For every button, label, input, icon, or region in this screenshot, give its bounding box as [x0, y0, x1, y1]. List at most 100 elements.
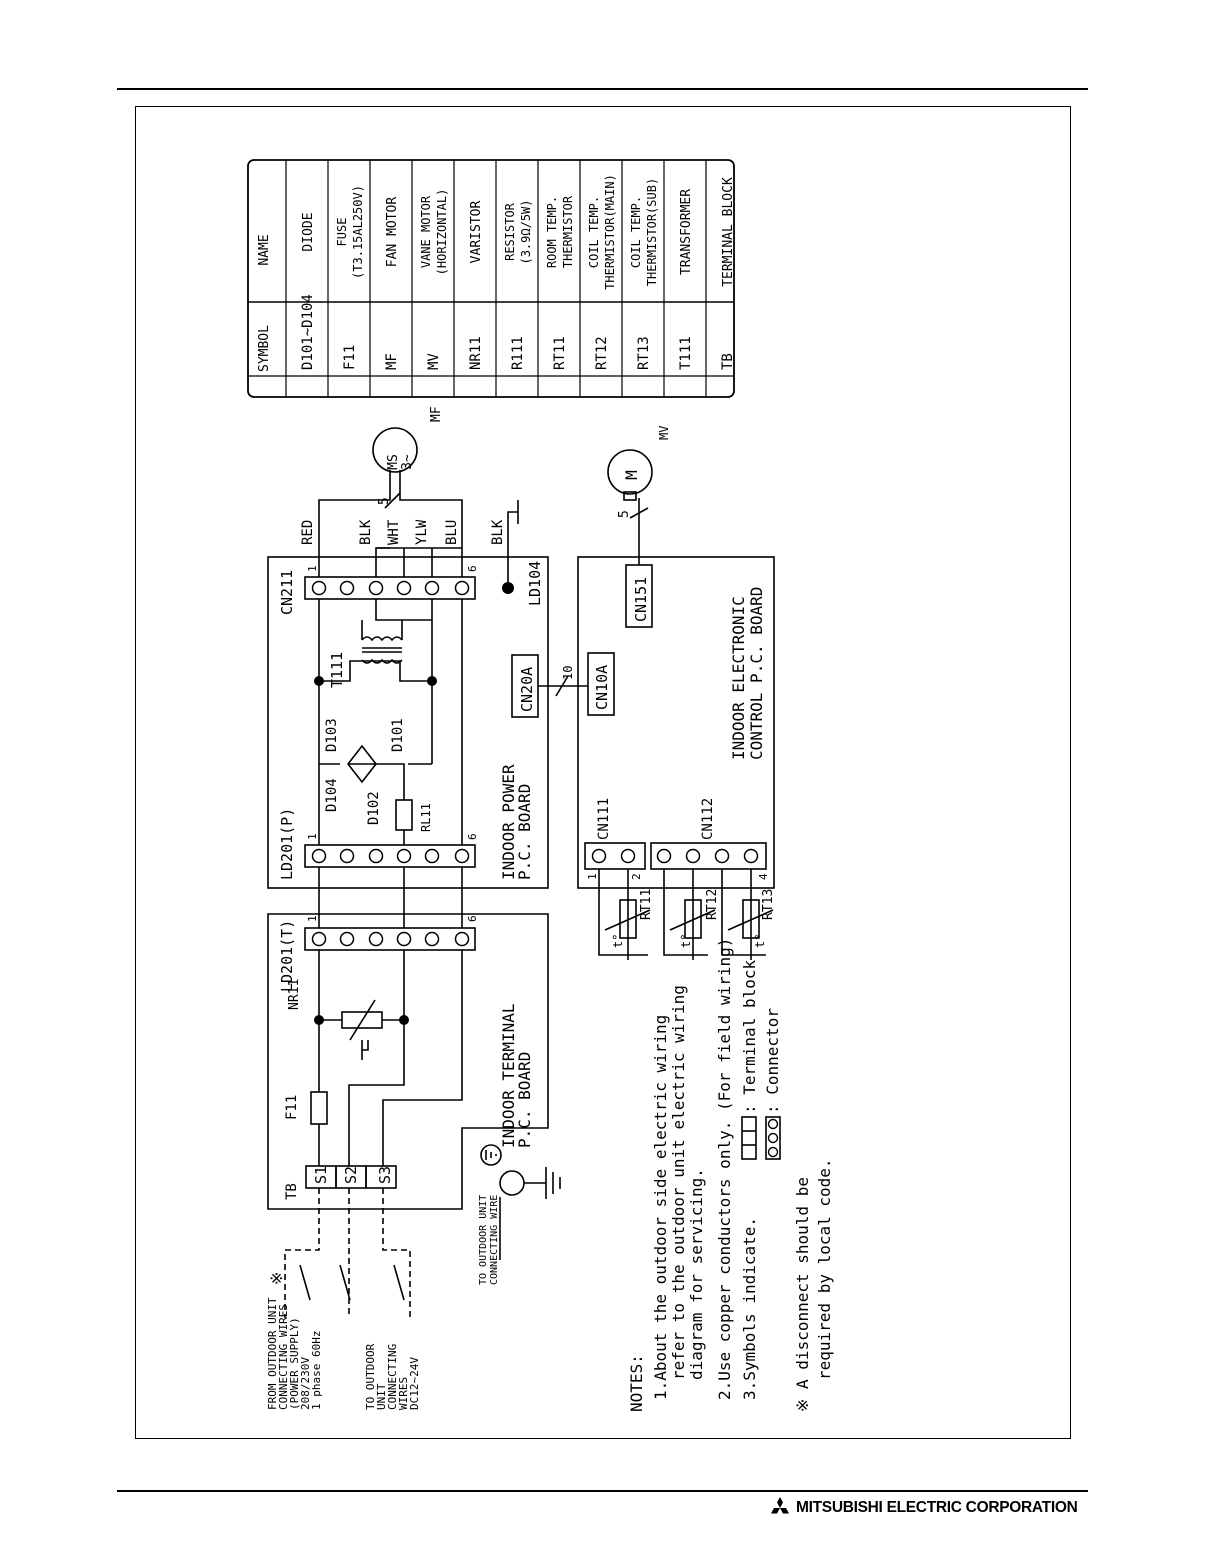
outdoor-supply-label: (POWER SUPPLY): [288, 1317, 301, 1410]
thermistor-symbol: t°: [679, 934, 693, 948]
cn211-connector: [304, 576, 476, 600]
header-rule: [117, 88, 1088, 90]
legend-name: VANE MOTOR: [419, 195, 433, 268]
cn112-label: CN112: [700, 798, 716, 840]
junction-dots: [314, 582, 514, 1025]
connector-symbol-pin: [767, 1132, 779, 1144]
notes-line: 2.Use copper conductors only. (For field…: [715, 938, 734, 1400]
pin-label: 6: [466, 565, 479, 572]
connector-pin: [454, 848, 470, 864]
terminal-s2-label: S2: [342, 1166, 360, 1184]
notes-line: refer to the outdoor unit electric wirin…: [669, 985, 688, 1380]
notes-title: NOTES:: [627, 1354, 646, 1412]
notes-line: ※ A disconnect should be: [793, 1177, 812, 1412]
three-diamonds-icon: [771, 1497, 789, 1514]
diagram-frame: [135, 106, 1071, 1439]
connector-pin: [424, 580, 440, 596]
connector-pin: [454, 931, 470, 947]
outdoor-dc-label: WIRES: [397, 1377, 410, 1410]
thermistor-label: RT11: [639, 889, 654, 920]
connector-pin: [311, 931, 327, 947]
connector-pin: [396, 848, 412, 864]
legend-symbol: F11: [342, 345, 358, 370]
pin-label: 1: [306, 915, 319, 922]
connector-pin: [685, 848, 701, 864]
control-board-label: INDOOR ELECTRONIC: [729, 596, 748, 760]
legend-header-symbol: SYMBOL: [257, 325, 272, 372]
cn10a-label: CN10A: [593, 665, 611, 710]
vane-motor-label: MV: [657, 426, 671, 440]
ld201t-connector: [304, 927, 476, 951]
outdoor-dc-label: TO OUTDOOR: [364, 1343, 377, 1410]
legend-name: THERMISTOR(MAIN): [603, 174, 617, 290]
thermistor-rt13: [742, 899, 760, 939]
outdoor-supply-label: FROM OUTDOOR UNIT: [266, 1297, 279, 1410]
diode-label: D103: [324, 718, 340, 752]
legend-name: (T3.15AL250V): [351, 185, 365, 279]
diode-label: D104: [324, 778, 340, 812]
wire-color-label: BLK: [358, 519, 374, 545]
notes-line: 3.Symbols indicate.: [740, 1217, 759, 1400]
diode-label: D101: [390, 718, 406, 752]
legend-name: TRANSFORMER: [679, 189, 694, 275]
connector-pin: [311, 848, 327, 864]
legend-symbol: MF: [384, 353, 400, 370]
connector-pin: [424, 931, 440, 947]
connector-pin: [743, 848, 759, 864]
connector-pin: [368, 580, 384, 596]
fuse-f11: [310, 1091, 328, 1125]
varistor-nr11: [341, 1011, 383, 1029]
connector-symbol: [765, 1116, 781, 1160]
connector-pin: [396, 931, 412, 947]
legend-name: FAN MOTOR: [385, 197, 400, 268]
cn111-connector: [584, 842, 646, 870]
mitsubishi-logo: MITSUBISHI ELECTRIC CORPORATION: [768, 1496, 1078, 1520]
connector-pin: [311, 580, 327, 596]
outdoor-ground-label: TO OUTDOOR UNIT: [478, 1195, 489, 1285]
diode-bridge: [346, 744, 378, 784]
thermistor-rt12: [684, 899, 702, 939]
ground-wire-label: BLK: [490, 519, 506, 545]
legend-name: (HORIZONTAL): [435, 189, 449, 276]
legend-symbol: NR11: [468, 336, 484, 370]
legend-name: VARISTOR: [469, 201, 484, 264]
cn151-label: CN151: [632, 577, 650, 622]
terminal-board-outline: [267, 913, 549, 1210]
connector-symbol-pin: [767, 1146, 779, 1158]
outdoor-supply-label: 1 phase 60Hz: [310, 1331, 323, 1410]
power-board-label: INDOOR POWER: [499, 764, 518, 880]
wire-color-label: YLW: [414, 519, 430, 545]
wire-color-label: WHT: [386, 519, 402, 545]
legend-symbol: RT13: [636, 336, 652, 370]
notes-line: : Terminal block: [740, 960, 759, 1114]
transformer-t111: [361, 636, 403, 642]
pin-label: 1: [306, 833, 319, 840]
ld104-label: LD104: [526, 561, 544, 606]
notes-line: required by local code.: [815, 1158, 834, 1380]
terminal-s3-label: S3: [376, 1166, 394, 1184]
terminal-s3: [365, 1165, 397, 1189]
disconnect-mark: ※: [267, 1272, 286, 1285]
thermistor-symbol: t°: [611, 934, 625, 948]
outdoor-supply-label: CONNECTING WIRES: [277, 1304, 290, 1410]
varistor-label: NR11: [287, 979, 302, 1010]
outdoor-supply-label: 208/230V: [299, 1357, 312, 1410]
fan-wire-count: 5: [377, 497, 392, 505]
vane-motor-mv: [607, 449, 653, 495]
cn211-label: CN211: [278, 570, 296, 615]
legend-table: [247, 159, 735, 398]
fan-motor-text: MS: [386, 454, 401, 470]
legend-name: DIODE: [301, 212, 316, 251]
pin-label: 1: [586, 873, 599, 880]
thermistor-rt11: [619, 899, 637, 939]
legend-symbol: RT12: [594, 336, 610, 370]
legend-symbol: RT11: [552, 336, 568, 370]
control-board-label: CONTROL P.C. BOARD: [747, 587, 766, 760]
transformer-label: T111: [328, 652, 346, 688]
vane-motor-text: M: [622, 470, 641, 480]
connector-pin: [368, 848, 384, 864]
legend-symbol: TB: [720, 353, 736, 370]
thermistor-label: RT12: [705, 889, 720, 920]
